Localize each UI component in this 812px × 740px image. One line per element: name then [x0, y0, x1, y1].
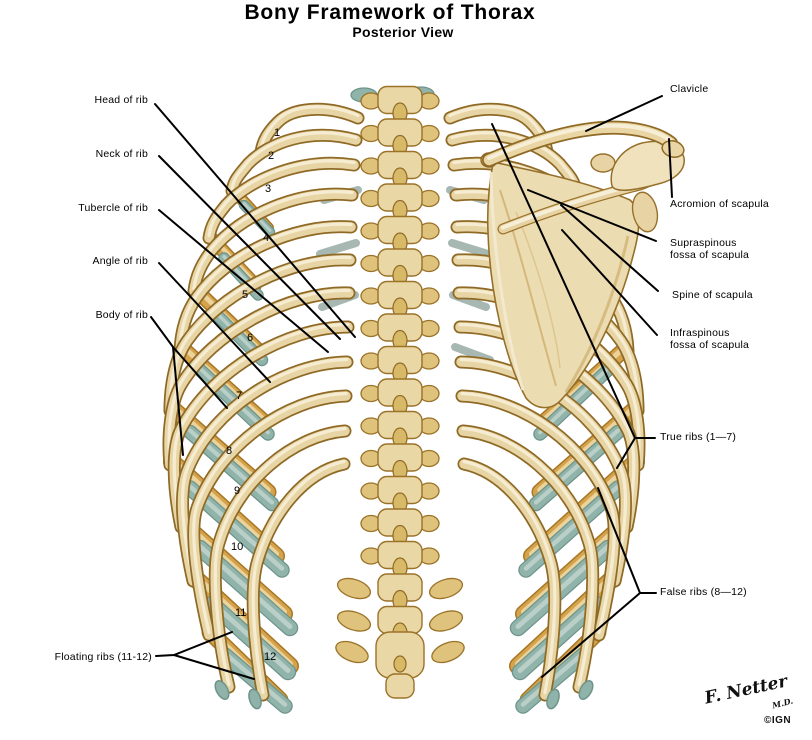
- label-angle-of-rib: Angle of rib: [92, 255, 148, 267]
- coracoid-process: [590, 153, 616, 173]
- page-title: Bony Framework of Thorax: [244, 1, 536, 24]
- glenoid-neck: [631, 191, 659, 233]
- label-tubercle-of-rib: Tubercle of rib: [78, 202, 148, 214]
- floating-rib-cartilage-tips: [214, 680, 594, 710]
- scapula-lateral-shade: [564, 235, 630, 393]
- rib-number-3: 3: [265, 183, 272, 195]
- leader-floating-ribs: [155, 631, 255, 680]
- leader-tubercle-of-rib: [158, 209, 329, 353]
- signature-credential: M.D.: [771, 695, 794, 711]
- leader-supraspinous-fossa: [527, 189, 657, 242]
- label-supraspinous-line1: Supraspinous: [670, 237, 737, 249]
- posterior-ribs: [162, 102, 646, 702]
- leader-infraspinous-fossa: [561, 229, 658, 336]
- label-spine-of-scapula: Spine of scapula: [672, 289, 753, 301]
- label-true-ribs: True ribs (1—7): [660, 431, 737, 443]
- leader-neck-of-rib: [158, 155, 341, 340]
- scapula-shade-1: [499, 189, 557, 387]
- clavicle-lateral-end: [661, 140, 685, 158]
- rib-number-2: 2: [268, 150, 275, 162]
- label-supraspinous-fossa: Supraspinous fossa of scapula: [670, 237, 749, 261]
- label-infraspinous-fossa: Infraspinous fossa of scapula: [670, 327, 749, 351]
- rib-number-4: 4: [263, 232, 270, 244]
- bracket-true-ribs: [491, 123, 656, 469]
- artist-signature: F. Netter M.D. ©IGN: [702, 671, 810, 736]
- scapula: [486, 140, 685, 409]
- clavicle-highlight: [487, 123, 673, 160]
- leader-body-of-rib: [150, 316, 228, 456]
- rib-number-12: 12: [264, 651, 277, 663]
- rib-number-11: 11: [235, 607, 247, 619]
- rib-number-10: 10: [231, 541, 244, 553]
- label-false-ribs: False ribs (8—12): [660, 586, 747, 598]
- publisher-logo: ©IGN: [764, 715, 792, 726]
- rib-number-1: 1: [274, 127, 281, 139]
- label-floating-ribs: Floating ribs (11-12): [54, 651, 152, 663]
- leader-head-of-rib: [154, 103, 356, 338]
- leader-spine-of-scapula: [560, 204, 659, 292]
- vertebral-column: [335, 85, 465, 699]
- clavicle: [480, 120, 685, 168]
- leader-angle-of-rib: [158, 262, 271, 383]
- rib-number-5: 5: [242, 289, 249, 301]
- rib-number-6: 6: [247, 332, 254, 344]
- scapula-shade-2: [515, 211, 561, 369]
- label-clavicle: Clavicle: [670, 83, 709, 95]
- label-neck-of-rib: Neck of rib: [95, 148, 148, 160]
- leader-lines: [150, 95, 673, 680]
- rib-number-8: 8: [226, 445, 233, 457]
- rib-number-7: 7: [236, 390, 243, 402]
- rib-number-9: 9: [234, 485, 241, 497]
- leader-clavicle: [585, 95, 663, 132]
- label-head-of-rib: Head of rib: [94, 94, 148, 106]
- label-supraspinous-line2: fossa of scapula: [670, 249, 750, 261]
- bracket-false-ribs: [541, 487, 657, 678]
- label-infraspinous-line2: fossa of scapula: [670, 339, 750, 351]
- scapula-medial-highlight: [489, 171, 525, 391]
- leader-acromion: [668, 138, 673, 198]
- label-acromion: Acromion of scapula: [670, 198, 769, 210]
- page-subtitle: Posterior View: [352, 24, 454, 40]
- label-infraspinous-line1: Infraspinous: [670, 327, 730, 339]
- label-body-of-rib: Body of rib: [95, 309, 148, 321]
